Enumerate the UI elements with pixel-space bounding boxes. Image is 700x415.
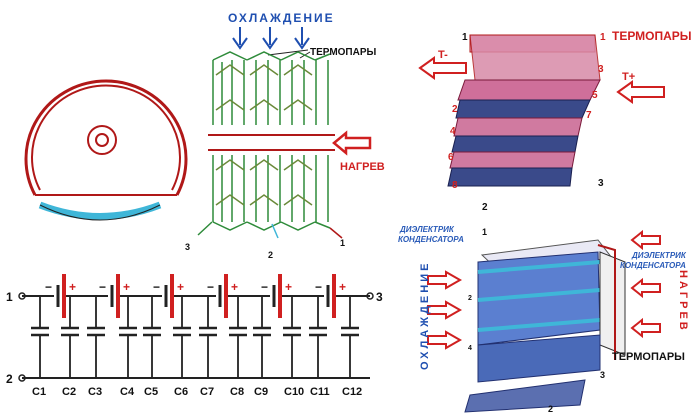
battery-cell: −+ xyxy=(153,274,184,318)
battery-cell: −+ xyxy=(99,274,130,318)
plus-sign: + xyxy=(285,280,292,294)
capacitor: C5 xyxy=(143,296,161,398)
dielectric-left-line1: ДИЭЛЕКТРИК xyxy=(399,225,455,234)
zigzag-thermocouples: ОХЛАЖДЕНИЕ ТЕРМОПАРЫ НАГРЕВ 3 2 1 xyxy=(185,11,385,260)
plus-sign: + xyxy=(123,280,130,294)
battery-cell: −+ xyxy=(315,274,346,318)
capacitor: C8 xyxy=(229,296,247,398)
minus-sign: − xyxy=(99,280,106,294)
capacitor-label: C10 xyxy=(284,386,304,398)
heating-arrow-top xyxy=(332,130,372,156)
t-plus-arrow xyxy=(616,80,665,104)
minus-sign: − xyxy=(315,280,322,294)
stack-num: 1 xyxy=(482,227,487,237)
capacitor-stack: ДИЭЛЕКТРИК КОНДЕНСАТОРА ДИЭЛЕКТРИК КОНДЕ… xyxy=(398,225,689,414)
capacitor-label: C7 xyxy=(200,386,214,398)
stacked-plates: T- T+ ТЕРМОПАРЫ 1 1 3 2 5 4 7 6 8 3 2 xyxy=(418,29,692,213)
thermocouples-label-bottom: ТЕРМОПАРЫ xyxy=(612,351,685,363)
cooling-label-vertical: ОХЛАЖДЕНИЕ xyxy=(419,261,431,370)
plus-sign: + xyxy=(177,280,184,294)
plus-sign: + xyxy=(231,280,238,294)
minus-sign: − xyxy=(207,280,214,294)
minus-sign: − xyxy=(261,280,268,294)
capacitor-label: C6 xyxy=(174,386,188,398)
plate-num: 3 xyxy=(598,178,604,189)
plate-num: 2 xyxy=(452,104,458,115)
terminal-1-label: 1 xyxy=(340,238,345,248)
t-plus-label: T+ xyxy=(622,71,635,83)
heating-label-vertical: НАГРЕВ xyxy=(677,270,689,333)
terminal-2-label: 2 xyxy=(268,250,273,260)
heating-label-top: НАГРЕВ xyxy=(340,161,385,173)
dielectric-left-line2: КОНДЕНСАТОРА xyxy=(398,235,464,244)
plate-num: 2 xyxy=(482,202,488,213)
battery-cell: −+ xyxy=(261,274,292,318)
stack-num: 4 xyxy=(468,345,472,352)
cooling-label-top: ОХЛАЖДЕНИЕ xyxy=(228,11,335,25)
thermocouples-label-top: ТЕРМОПАРЫ xyxy=(310,47,377,58)
plate-num: 5 xyxy=(592,90,598,101)
stack-num: 2 xyxy=(468,295,472,302)
minus-sign: − xyxy=(45,280,52,294)
capacitor-label: C4 xyxy=(120,386,135,398)
capacitor-label: C2 xyxy=(62,386,76,398)
capacitor-label: C11 xyxy=(310,386,330,398)
plate-num: 4 xyxy=(450,126,456,137)
capacitor: C10 xyxy=(283,296,304,398)
capacitor: C11 xyxy=(309,296,330,398)
plate-num: 1 xyxy=(462,32,468,43)
stack-num: 3 xyxy=(600,370,605,380)
capacitor: C9 xyxy=(253,296,271,398)
t-minus-arrow xyxy=(418,56,467,80)
capacitor: C1 xyxy=(31,296,49,398)
plus-sign: + xyxy=(69,280,76,294)
capacitor-label: C9 xyxy=(254,386,268,398)
plate-num: 7 xyxy=(586,110,592,121)
node-1-label: 1 xyxy=(6,290,13,304)
capacitor: C12 xyxy=(341,296,362,398)
battery-cells: −+−+−+−+−+−+ xyxy=(45,274,346,318)
plate-num: 6 xyxy=(448,152,454,163)
node-2-label: 2 xyxy=(6,372,13,386)
plus-sign: + xyxy=(339,280,346,294)
capacitor: C2 xyxy=(61,296,79,398)
capacitor: C4 xyxy=(119,296,137,398)
dielectric-right-line1: ДИЭЛЕКТРИК xyxy=(631,251,687,260)
capacitors: C1 C2 C3 C4 C5 C6 C7 C8 C9 C10 C11 C12 xyxy=(31,296,362,398)
capacitor-label: C5 xyxy=(144,386,158,398)
plate-num: 1 xyxy=(600,32,606,43)
capacitor: C3 xyxy=(87,296,105,398)
thermocouples-label-right: ТЕРМОПАРЫ xyxy=(612,29,692,43)
dielectric-right-line2: КОНДЕНСАТОРА xyxy=(620,261,686,270)
minus-sign: − xyxy=(153,280,160,294)
capacitor-label: C1 xyxy=(32,386,46,398)
capacitor: C7 xyxy=(199,296,217,398)
plate-num: 8 xyxy=(452,180,458,191)
terminal-3-label: 3 xyxy=(185,242,190,252)
plate-num: 3 xyxy=(598,64,604,75)
capacitor-label: C8 xyxy=(230,386,244,398)
t-minus-label: T- xyxy=(438,49,448,61)
disc-drawing xyxy=(24,79,188,221)
capacitor-label: C12 xyxy=(342,386,362,398)
battery-cell: −+ xyxy=(207,274,238,318)
stack-num: 2 xyxy=(548,404,553,414)
node-3-label: 3 xyxy=(376,290,383,304)
capacitor: C6 xyxy=(173,296,191,398)
cooling-arrows xyxy=(232,27,310,50)
battery-cell: −+ xyxy=(45,274,76,318)
capacitor-label: C3 xyxy=(88,386,102,398)
